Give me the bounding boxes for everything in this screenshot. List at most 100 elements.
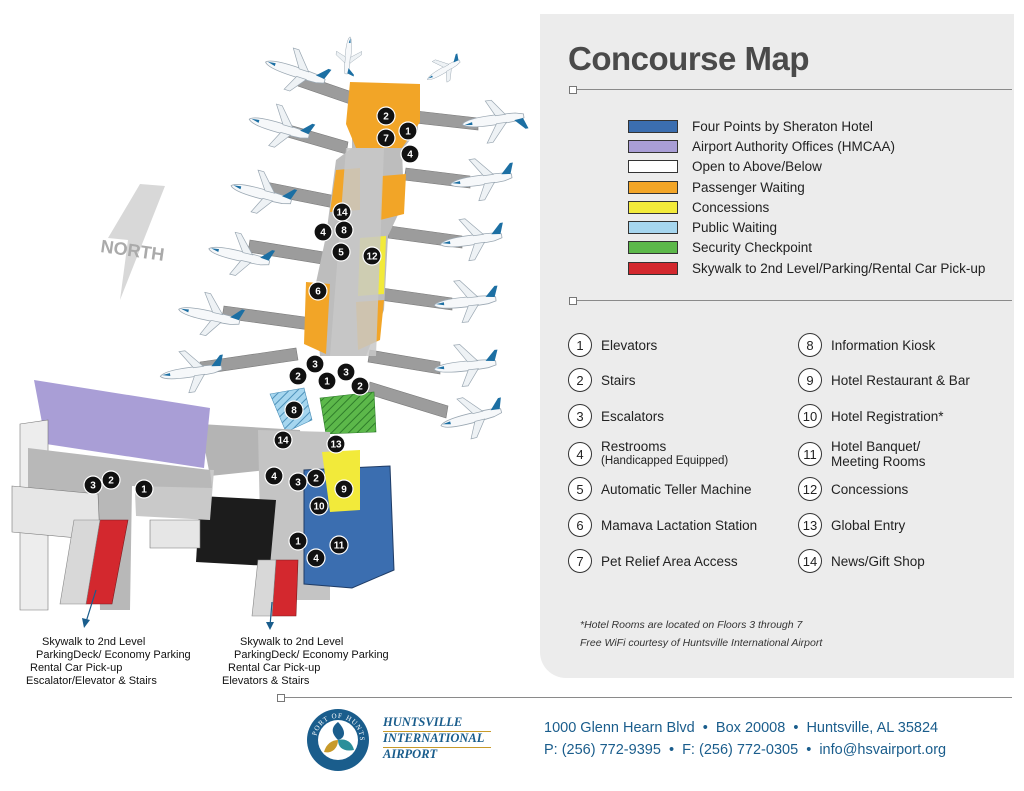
wordmark-rule xyxy=(383,731,491,732)
legend-swatch xyxy=(628,200,678,214)
wordmark-line: HUNTSVILLE xyxy=(383,715,463,729)
north-arrow: NORTH xyxy=(99,184,166,300)
map-marker: 2 xyxy=(350,376,370,396)
key-label: Elevators xyxy=(601,338,657,353)
map-marker: 4 xyxy=(306,548,326,568)
map-marker: 5 xyxy=(331,242,351,262)
caption-line: Elevators & Stairs xyxy=(222,675,310,687)
wordmark-line: AIRPORT xyxy=(383,747,438,761)
map-marker: 2 xyxy=(376,106,396,126)
map-marker-circle xyxy=(329,535,349,555)
north-label: NORTH xyxy=(99,236,165,265)
map-marker: 3 xyxy=(336,362,356,382)
legend-swatch xyxy=(628,221,678,235)
map-marker-number: 3 xyxy=(90,481,96,492)
map-marker: 11 xyxy=(329,535,349,555)
map-marker-circle xyxy=(334,479,354,499)
key-number-icon: 8 xyxy=(798,333,822,357)
legend-label: Four Points by Sheraton Hotel xyxy=(692,118,873,134)
rule-marker xyxy=(569,297,577,305)
map-marker-number: 4 xyxy=(271,472,277,483)
legend-label: Skywalk to 2nd Level/Parking/Rental Car … xyxy=(692,260,986,276)
footer-divider xyxy=(285,697,1012,698)
key-label-text: Hotel Banquet/ xyxy=(831,439,921,454)
key-label: Hotel Banquet/Meeting Rooms xyxy=(831,439,926,469)
legend-swatch xyxy=(628,139,678,153)
key-number-icon: 14 xyxy=(798,549,822,573)
map-marker-number: 6 xyxy=(315,287,321,298)
skywalks xyxy=(59,519,299,617)
map-marker: 13 xyxy=(326,434,346,454)
map-marker: 7 xyxy=(376,128,396,148)
map-marker-circle xyxy=(134,479,154,499)
map-marker: 3 xyxy=(305,354,325,374)
legend-swatch xyxy=(628,241,678,255)
map-marker-number: 1 xyxy=(405,127,411,138)
map-marker: 6 xyxy=(308,281,328,301)
map-marker-circle xyxy=(336,362,356,382)
map-marker-number: 1 xyxy=(141,485,147,496)
map-marker: 1 xyxy=(288,531,308,551)
key-label-text: Mamava Lactation Station xyxy=(601,517,758,533)
legend-label: Concessions xyxy=(692,199,770,215)
map-marker-circle xyxy=(317,371,337,391)
key-label-text: Elevators xyxy=(601,337,658,353)
key-label: Automatic Teller Machine xyxy=(601,482,752,497)
map-marker: 4 xyxy=(400,144,420,164)
key-number-icon: 6 xyxy=(568,513,592,537)
key-label-text: News/Gift Shop xyxy=(831,553,925,569)
map-marker-number: 12 xyxy=(366,252,378,263)
key-label: Mamava Lactation Station xyxy=(601,518,757,533)
map-marker-number: 13 xyxy=(330,440,342,451)
skywalk-left-pointer xyxy=(85,589,97,623)
caption-line: ParkingDeck/ Economy Parking xyxy=(36,649,191,661)
legend-swatch xyxy=(628,160,678,174)
map-marker-circle xyxy=(306,548,326,568)
legend-swatch xyxy=(628,119,678,133)
key-label: Hotel Restaurant & Bar xyxy=(831,373,970,388)
key-item: 6 Mamava Lactation Station xyxy=(568,513,757,537)
map-marker-number: 7 xyxy=(383,134,389,145)
key-item: 1 Elevators xyxy=(568,333,657,357)
key-number-icon: 1 xyxy=(568,333,592,357)
map-marker-circle xyxy=(284,400,304,420)
key-number-icon: 12 xyxy=(798,477,822,501)
map-marker-number: 8 xyxy=(291,406,297,417)
map-marker-circle xyxy=(101,470,121,490)
airport-authority-offices xyxy=(34,380,210,468)
legend-swatch xyxy=(628,180,678,194)
rule-marker xyxy=(277,694,285,702)
key-label: Global Entry xyxy=(831,518,905,533)
map-marker-number: 2 xyxy=(383,112,389,123)
map-marker-circle xyxy=(326,434,346,454)
key-item: 11 Hotel Banquet/Meeting Rooms xyxy=(798,439,926,469)
map-marker: 10 xyxy=(309,496,329,516)
map-marker-number: 3 xyxy=(312,360,318,371)
key-number-icon: 3 xyxy=(568,404,592,428)
key-item: 12 Concessions xyxy=(798,477,908,501)
map-marker: 4 xyxy=(313,222,333,242)
map-marker-circle xyxy=(400,144,420,164)
key-number-icon: 2 xyxy=(568,368,592,392)
map-marker-circle xyxy=(264,466,284,486)
key-number-icon: 11 xyxy=(798,442,822,466)
map-marker: 8 xyxy=(284,400,304,420)
map-marker-circle xyxy=(288,472,308,492)
key-number-icon: 13 xyxy=(798,513,822,537)
legend-label: Security Checkpoint xyxy=(692,240,813,256)
key-label-text: Concessions xyxy=(831,481,909,497)
map-marker: 14 xyxy=(332,202,352,222)
key-label-text: Restrooms xyxy=(601,439,667,454)
map-marker: 3 xyxy=(83,475,103,495)
key-label: Pet Relief Area Access xyxy=(601,554,738,569)
map-marker: 1 xyxy=(317,371,337,391)
wordmark-line: INTERNATIONAL xyxy=(383,731,485,745)
map-marker-number: 14 xyxy=(277,436,289,447)
map-marker-number: 1 xyxy=(295,537,301,548)
key-label-text: Global Entry xyxy=(831,517,906,533)
caption-line: Skywalk to 2nd Level xyxy=(240,636,344,648)
